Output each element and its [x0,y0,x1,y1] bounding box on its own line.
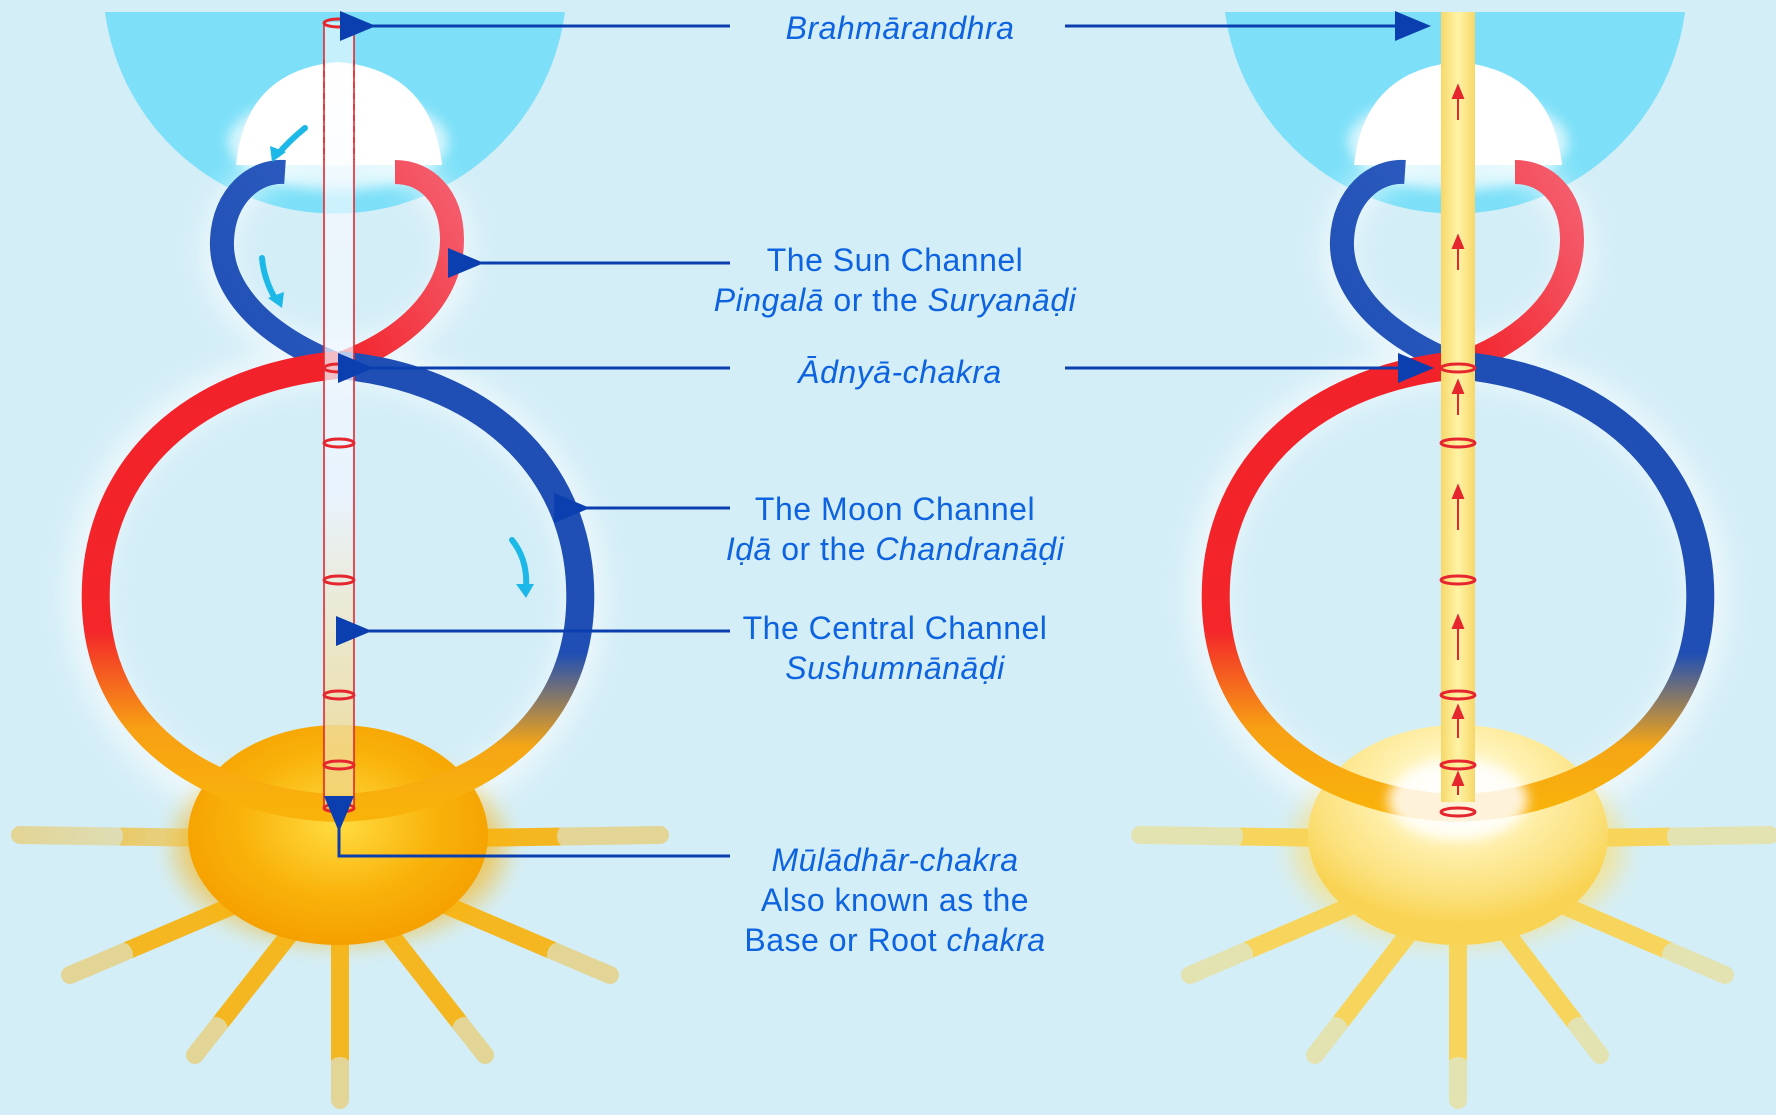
central-channel-dormant [322,17,356,814]
sun-channel-lower [81,351,340,822]
upward-arrow-icon [1451,83,1465,795]
moon-channel-lower [336,351,595,822]
central-channel-awakened [1439,12,1477,818]
chakra-ring-icon-right [1439,362,1477,818]
adnya-chakra-text: Ādnyā-chakra [798,354,1002,390]
sushumnanadi-text: Sushumnānāḍi [785,650,1005,686]
sun-channel-title: The Sun Channel [766,242,1024,278]
label-adnya-chakra: Ādnyā-chakra [735,352,1065,392]
label-sun-channel: The Sun Channel Pingalā or the Suryanāḍi [690,240,1100,320]
suryanadi-text: Suryanāḍi [927,282,1077,318]
moon-channel-upper [209,159,343,377]
base-or-root-text: Base or Root [744,922,947,958]
left-figure-dormant [0,12,683,1115]
central-channel-title: The Central Channel [742,610,1048,646]
moon-channel-lower-right [1456,351,1715,822]
sun-channel-upper [333,160,465,377]
label-muladhar-chakra: Mūlādhār-chakra Also known as the Base o… [690,840,1100,960]
label-central-channel: The Central Channel Sushumnānāḍi [690,608,1100,688]
label-brahmarandhra: Brahmārandhra [735,8,1065,48]
label-moon-channel: The Moon Channel Iḍā or the Chandranāḍi [690,489,1100,569]
sun-or-the-text: or the [824,282,928,318]
pingala-text: Pingalā [713,282,825,318]
muladhar-chakra-text: Mūlādhār-chakra [771,842,1019,878]
pointer-arrows [324,11,1434,858]
chakra-word-text: chakra [946,922,1046,958]
moon-channel-upper-right [1329,159,1463,377]
ida-text: Iḍā [725,531,772,567]
brahmarandhra-text: Brahmārandhra [785,10,1015,46]
sun-channel-upper-right [1453,160,1585,377]
moon-or-the-text: or the [771,531,876,567]
arrow-up-elbow-icon [324,796,730,858]
also-known-text: Also known as the [760,882,1030,918]
right-figure-awakened [1117,12,1776,1115]
sun-channel-lower-right [1201,351,1460,822]
moon-channel-title: The Moon Channel [754,491,1036,527]
chandranadi-text: Chandranāḍi [875,531,1065,567]
